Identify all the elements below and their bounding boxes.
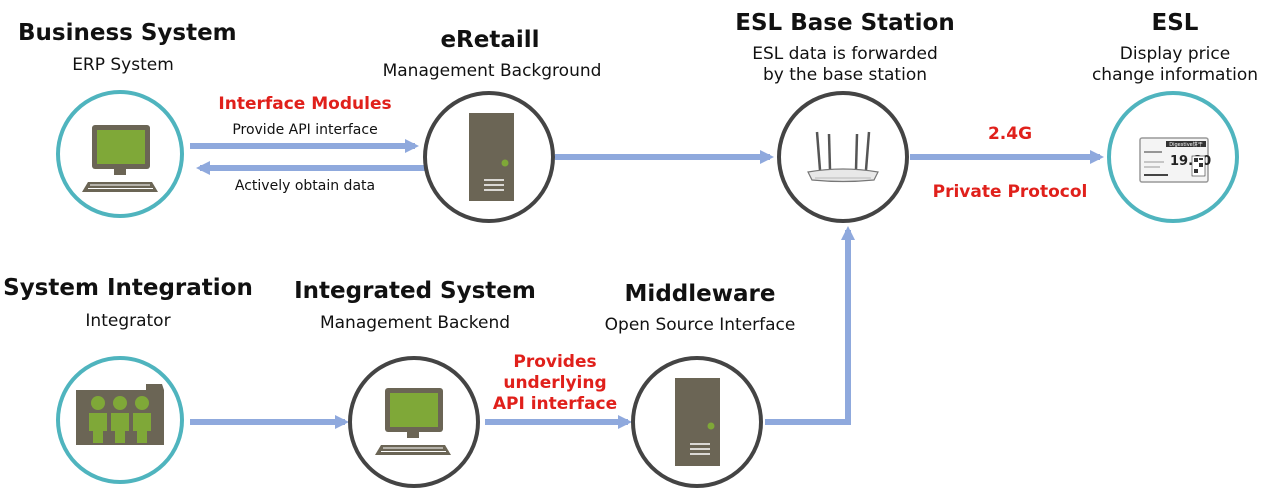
actively-obtain-label: Actively obtain data (234, 178, 376, 194)
computer-icon (82, 125, 158, 192)
circle-base-station (777, 91, 909, 223)
eretail-subtitle: Management Background (382, 61, 602, 81)
integrated-title: Integrated System (294, 278, 536, 304)
business-subtitle: ERP System (72, 55, 174, 75)
server-icon-middleware (675, 378, 720, 466)
people-folder-icon (76, 384, 164, 445)
arrow-middleware-to-base (765, 226, 855, 425)
arrows (190, 139, 1104, 429)
freq-label: 2.4G (987, 124, 1033, 144)
private-protocol-label: Private Protocol (932, 182, 1088, 202)
provides-label-line3: API interface (492, 394, 618, 414)
esl-subtitle-line1: Display price (1119, 44, 1231, 64)
router-icon (807, 131, 879, 183)
esl-tag-icon: Digestive饼干 19.80 (1139, 137, 1211, 183)
server-icon (469, 113, 514, 201)
integrated-subtitle: Management Backend (319, 313, 511, 333)
computer-icon-integrated (375, 388, 451, 455)
provides-label-line2: underlying (503, 373, 607, 393)
integration-subtitle: Integrator (85, 311, 171, 331)
base-station-subtitle-line2: by the base station (763, 65, 927, 85)
esl-subtitle-line2: change information (1091, 65, 1259, 85)
base-station-title: ESL Base Station (735, 10, 955, 36)
business-title: Business System (18, 20, 237, 46)
integration-title: System Integration (3, 275, 253, 301)
svg-text:Digestive饼干: Digestive饼干 (1169, 141, 1202, 148)
middleware-title: Middleware (624, 281, 776, 307)
provide-api-label: Provide API interface (232, 122, 378, 138)
eretail-title: eRetaill (440, 27, 540, 53)
middleware-subtitle: Open Source Interface (604, 315, 796, 335)
interface-modules-label: Interface Modules (218, 94, 392, 114)
esl-title: ESL (1151, 10, 1199, 36)
provides-label-line1: Provides (513, 352, 597, 372)
base-station-subtitle-line1: ESL data is forwarded (752, 44, 938, 64)
